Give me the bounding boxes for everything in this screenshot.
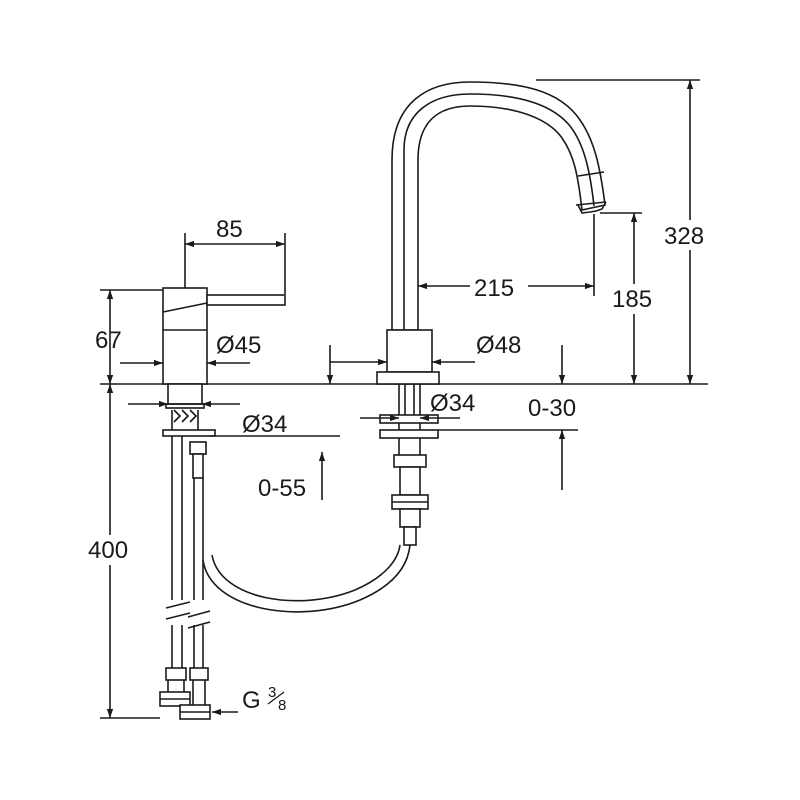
dim-label-thread: G — [242, 687, 261, 714]
thread-fraction-num: 3 — [268, 684, 276, 701]
dim-label-85: 85 — [216, 216, 243, 243]
spout-shank — [379, 384, 439, 546]
mixer-supply-hoses — [165, 436, 411, 668]
spout-base — [376, 329, 440, 385]
spout-body — [391, 81, 607, 331]
dim-label-d45: Ø45 — [216, 332, 261, 359]
thread-fraction-den: 8 — [278, 697, 286, 714]
mixer-shank — [162, 383, 216, 437]
dim-67-lines — [100, 289, 163, 384]
dim-label-400: 400 — [88, 537, 128, 564]
dim-label-0-30: 0-30 — [528, 395, 576, 422]
mixer-body — [162, 287, 208, 385]
dim-label-185: 185 — [612, 286, 652, 313]
mixer-hose-fittings — [159, 667, 211, 720]
dim-label-d34-spout: Ø34 — [430, 390, 475, 417]
dim-label-d34-mixer: Ø34 — [242, 411, 287, 438]
dim-label-67: 67 — [95, 327, 122, 354]
dim-label-215: 215 — [474, 275, 514, 302]
dim-0-55-lines — [210, 435, 340, 500]
mixer-handle-lever — [206, 294, 286, 306]
dim-label-328: 328 — [664, 223, 704, 250]
dim-0-30-lines — [326, 345, 578, 490]
dim-label-d48: Ø48 — [476, 332, 521, 359]
dim-label-0-55: 0-55 — [258, 475, 306, 502]
thread-prefix: G — [242, 687, 261, 714]
dim-85-lines — [184, 233, 286, 294]
